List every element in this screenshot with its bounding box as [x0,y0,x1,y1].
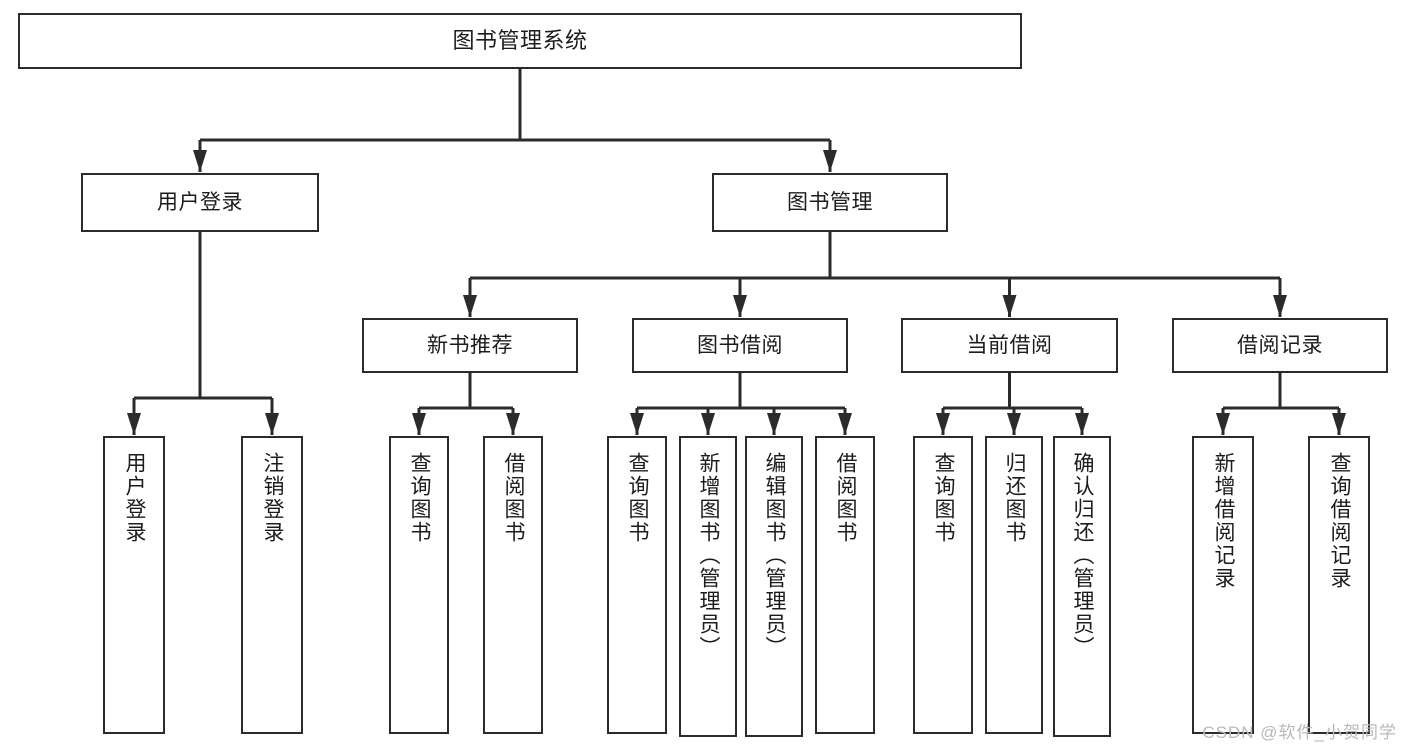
node-label: 查询图书 [625,452,649,544]
node-current-borrow[interactable]: 当前借阅 [901,318,1118,373]
node-label: 新增图书（管理员） [696,452,720,659]
node-leaf-logout[interactable]: 注销登录 [241,436,303,734]
node-new-book-rec[interactable]: 新书推荐 [362,318,578,373]
arrowhead-icon [1273,295,1287,317]
node-label: 借阅图书 [501,452,525,544]
arrowhead-icon [506,413,520,435]
node-label: 新书推荐 [427,333,513,357]
node-root[interactable]: 图书管理系统 [18,13,1022,69]
watermark-label: CSDN @软件_小贺同学 [1202,723,1397,742]
node-borrow-record[interactable]: 借阅记录 [1172,318,1388,373]
node-leaf-q-book-2[interactable]: 查询图书 [607,436,667,734]
node-user-login[interactable]: 用户登录 [81,173,319,232]
node-label: 归还图书 [1002,452,1026,544]
arrowhead-icon [701,413,715,435]
node-leaf-borrow-1[interactable]: 借阅图书 [483,436,543,734]
node-leaf-q-book-1[interactable]: 查询图书 [389,436,449,734]
arrowhead-icon [463,295,477,317]
arrowhead-icon [733,295,747,317]
arrowhead-icon [127,413,141,435]
node-book-manage[interactable]: 图书管理 [712,173,948,232]
node-label: 借阅记录 [1237,333,1323,357]
node-leaf-add-book[interactable]: 新增图书（管理员） [679,436,737,737]
node-leaf-q-rec[interactable]: 查询借阅记录 [1308,436,1370,734]
node-label: 确认归还（管理员） [1070,452,1094,659]
node-label: 图书管理系统 [452,27,588,53]
node-leaf-q-book-3[interactable]: 查询图书 [913,436,973,734]
arrowhead-icon [265,413,279,435]
arrowhead-icon [1332,413,1346,435]
node-label: 查询图书 [407,452,431,544]
node-label: 用户登录 [122,452,146,544]
arrowhead-icon [1075,413,1089,435]
arrowhead-icon [838,413,852,435]
node-label: 图书管理 [787,190,873,214]
arrowhead-icon [936,413,950,435]
node-leaf-confirm[interactable]: 确认归还（管理员） [1053,436,1111,737]
arrowhead-icon [1216,413,1230,435]
node-label: 图书借阅 [697,333,783,357]
arrowhead-icon [1002,295,1017,317]
arrowhead-icon [630,413,644,435]
arrowhead-icon [767,413,781,435]
node-label: 查询借阅记录 [1327,452,1351,590]
node-leaf-borrow-2[interactable]: 借阅图书 [815,436,875,734]
node-leaf-edit-book[interactable]: 编辑图书（管理员） [745,436,803,737]
node-label: 借阅图书 [833,452,857,544]
node-label: 新增借阅记录 [1211,452,1235,590]
arrowhead-icon [412,413,426,435]
node-label: 查询图书 [931,452,955,544]
arrowhead-icon [193,150,207,172]
arrowhead-icon [823,150,837,172]
node-leaf-add-rec[interactable]: 新增借阅记录 [1192,436,1254,734]
node-leaf-return[interactable]: 归还图书 [985,436,1043,734]
node-label: 用户登录 [157,190,243,214]
node-label: 编辑图书（管理员） [762,452,786,659]
node-leaf-user-login[interactable]: 用户登录 [103,436,165,734]
node-label: 当前借阅 [966,333,1053,357]
node-book-borrow[interactable]: 图书借阅 [632,318,848,373]
arrowhead-icon [1007,413,1021,435]
node-label: 注销登录 [260,452,284,544]
